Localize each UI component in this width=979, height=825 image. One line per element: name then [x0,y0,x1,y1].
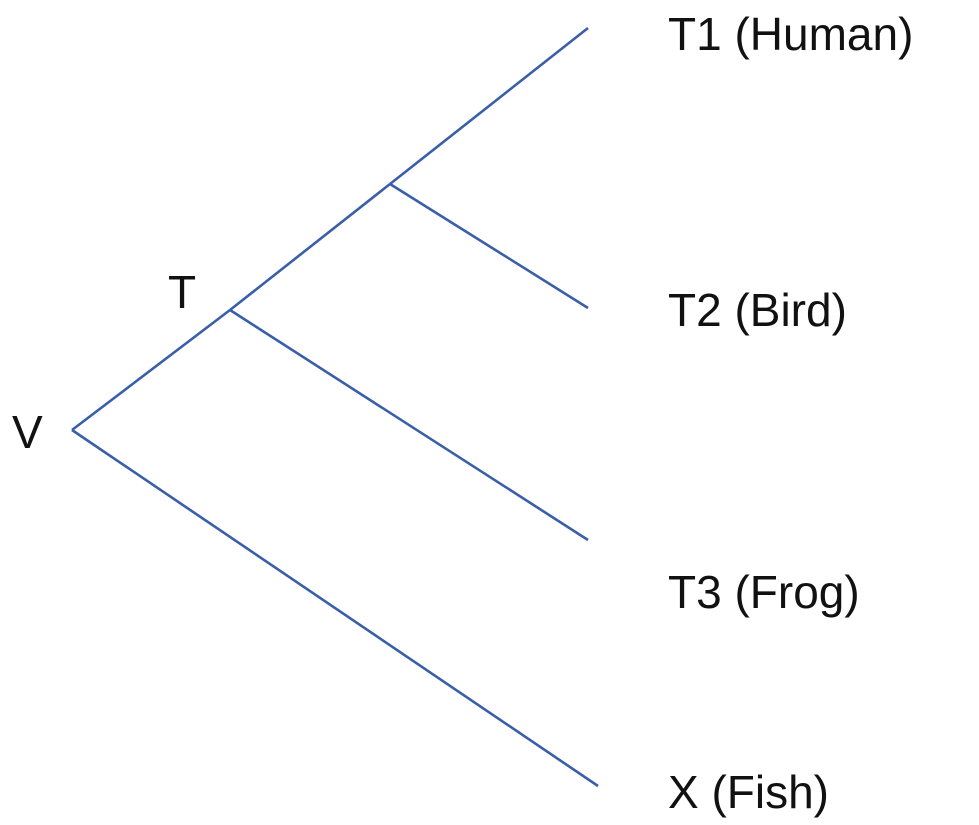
branch-t-to-upper-node [229,182,391,312]
branch-to-t2 [389,182,589,310]
branch-to-t1 [389,26,589,186]
leaf-label-t2: T2 (Bird) [668,284,847,336]
branch-to-t3 [229,308,589,542]
branch-v-to-t [71,308,231,432]
branch-to-x [71,428,599,788]
leaf-label-t1: T1 (Human) [668,8,914,60]
leaf-label-t3: T3 (Frog) [668,566,860,618]
inner-node-label: T [168,266,197,318]
leaf-label-x: X (Fish) [668,766,829,818]
root-node-label: V [12,406,43,458]
